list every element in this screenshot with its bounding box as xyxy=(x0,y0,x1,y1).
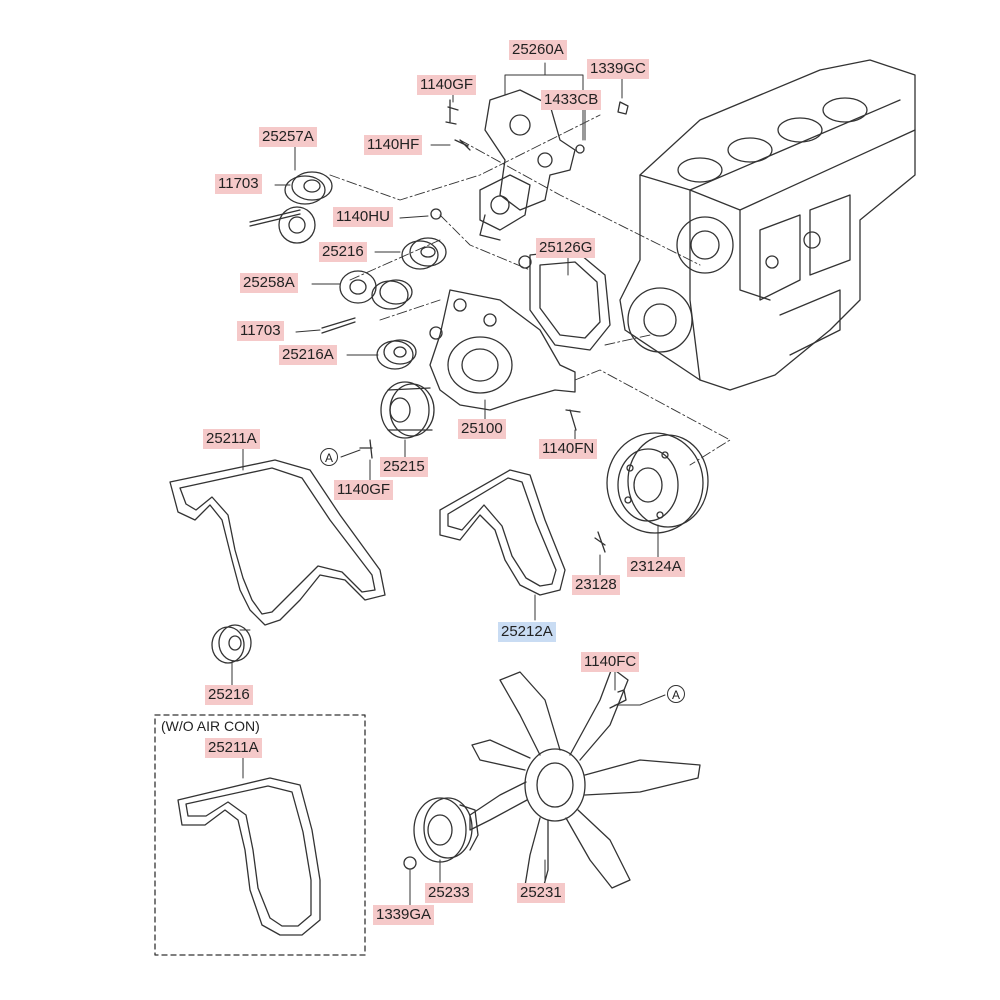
idler-pulleys-drawing xyxy=(278,171,447,370)
part-label-1339gc[interactable]: 1339GC xyxy=(587,59,649,79)
part-label-25260a[interactable]: 25260A xyxy=(509,40,567,60)
part-label-1140hf[interactable]: 1140HF xyxy=(364,135,423,155)
reference-marker-a-left: A xyxy=(320,448,338,466)
part-label-25211a-top[interactable]: 25211A xyxy=(203,429,260,449)
part-label-23128[interactable]: 23128 xyxy=(572,575,620,595)
part-label-1140hu[interactable]: 1140HU xyxy=(333,207,393,227)
reference-marker-a-right: A xyxy=(667,685,685,703)
part-label-1140fn[interactable]: 1140FN xyxy=(539,439,598,459)
part-label-1140fc[interactable]: 1140FC xyxy=(581,652,640,672)
part-label-11703-top[interactable]: 11703 xyxy=(215,174,262,194)
part-label-25233[interactable]: 25233 xyxy=(425,883,473,903)
crank-pulley-drawing xyxy=(606,432,709,534)
fan-blade-drawing xyxy=(469,667,701,901)
part-label-25216a[interactable]: 25216A xyxy=(279,345,337,365)
part-label-1433cb[interactable]: 1433CB xyxy=(541,90,602,110)
fan-pulley-drawing xyxy=(380,381,435,439)
part-label-25216-bottom[interactable]: 25216 xyxy=(205,685,253,705)
part-label-1140gf-mid[interactable]: 1140GF xyxy=(334,480,394,500)
part-label-1140gf-top[interactable]: 1140GF xyxy=(417,75,477,95)
part-label-25126g[interactable]: 25126G xyxy=(536,238,596,258)
fan-clutch-drawing xyxy=(413,797,479,863)
part-label-25231[interactable]: 25231 xyxy=(517,883,565,903)
belt-25211a-bottom-drawing xyxy=(177,777,321,936)
idler-25216-drawing xyxy=(211,624,252,664)
bracket-drawing xyxy=(479,89,576,241)
part-label-25211a-bottom[interactable]: 25211A xyxy=(205,738,262,758)
part-label-25212a[interactable]: 25212A xyxy=(498,622,556,642)
alignment-lines xyxy=(239,114,731,631)
belt-25212a-drawing xyxy=(439,469,566,596)
part-label-1339ga[interactable]: 1339GA xyxy=(373,905,435,925)
wo-air-con-note: (W/O AIR CON) xyxy=(158,718,263,734)
leader-lines xyxy=(231,62,666,906)
part-label-25257a[interactable]: 25257A xyxy=(259,127,317,147)
part-label-25215[interactable]: 25215 xyxy=(380,457,428,477)
bolts-drawing xyxy=(249,99,629,870)
engine-block-drawing xyxy=(619,59,916,391)
water-pump-drawing xyxy=(429,249,611,411)
part-label-23124a[interactable]: 23124A xyxy=(627,557,685,577)
part-label-25100[interactable]: 25100 xyxy=(458,419,506,439)
belt-25211a-drawing xyxy=(169,459,386,626)
part-label-25258a[interactable]: 25258A xyxy=(240,273,298,293)
part-label-11703-mid[interactable]: 11703 xyxy=(237,321,284,341)
part-label-25216-top[interactable]: 25216 xyxy=(319,242,367,262)
